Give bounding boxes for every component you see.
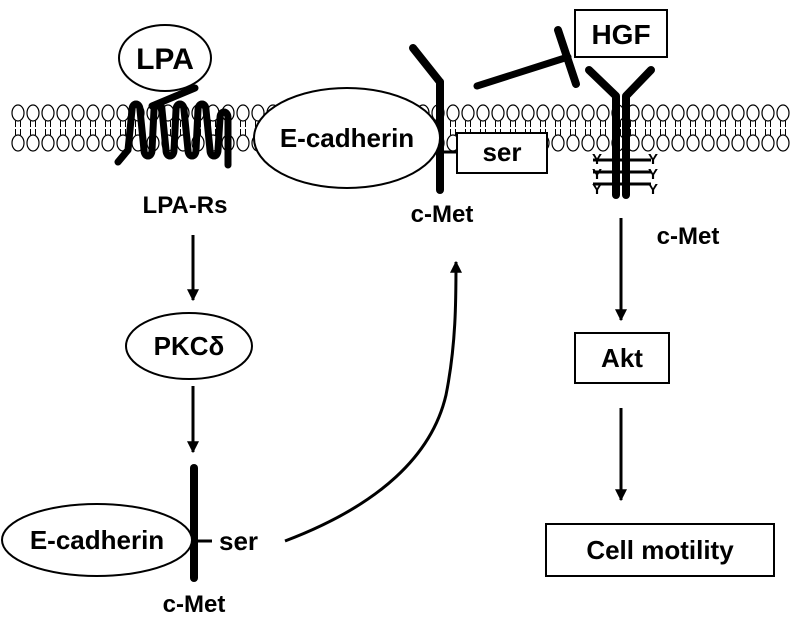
- lipid-head: [116, 104, 130, 122]
- lipid-head: [656, 134, 670, 152]
- c-met-membrane-label: c-Met: [411, 201, 474, 228]
- pkc-delta-node: [125, 312, 253, 380]
- lipid-head: [656, 104, 670, 122]
- lipid-head: [731, 104, 745, 122]
- ser-membrane-box: [456, 132, 548, 174]
- lipid-head: [476, 104, 490, 122]
- lipid-head: [746, 104, 760, 122]
- lipid-head: [41, 134, 55, 152]
- lipid-head: [551, 104, 565, 122]
- lipid-head: [686, 134, 700, 152]
- lipid-head: [536, 104, 550, 122]
- lpa-label: LPA: [136, 43, 194, 76]
- lipid-head: [56, 134, 70, 152]
- lipid-head: [236, 104, 250, 122]
- lipid-head: [71, 134, 85, 152]
- e-cadherin-membrane-label: E-cadherin: [280, 123, 414, 153]
- e-cadherin-complex-node: [1, 503, 193, 577]
- lipid-head: [596, 134, 610, 152]
- lipid-head: [86, 104, 100, 122]
- akt-label: Akt: [601, 343, 643, 373]
- cell-motility-box: [545, 523, 775, 577]
- inhibition-arrow: [473, 26, 580, 90]
- lipid-head: [641, 134, 655, 152]
- phosphotyrosine-mark: Y: [592, 181, 602, 198]
- phosphotyrosine-mark: Y: [592, 166, 602, 183]
- lpa-receptors-label: LPA-Rs: [143, 192, 228, 219]
- arrow-complex-to-c-met: [284, 260, 462, 543]
- lipid-head: [566, 134, 580, 152]
- e-cadherin-membrane-node: [253, 87, 441, 189]
- lipid-head: [566, 104, 580, 122]
- lipid-head: [641, 104, 655, 122]
- cell-motility-label: Cell motility: [586, 535, 734, 565]
- lipid-head: [26, 104, 40, 122]
- lipid-head: [701, 134, 715, 152]
- lipid-head: [56, 104, 70, 122]
- lipid-head: [581, 134, 595, 152]
- lipid-head: [551, 134, 565, 152]
- lipid-head: [236, 134, 250, 152]
- lipid-head: [446, 104, 460, 122]
- lipid-head: [671, 134, 685, 152]
- lipid-head: [716, 104, 730, 122]
- lipid-head: [521, 104, 535, 122]
- lipid-head: [11, 104, 25, 122]
- hgf-label: HGF: [591, 19, 650, 50]
- pkc-delta-label: PKCδ: [154, 331, 225, 361]
- c-met-receptor-active: [585, 66, 655, 199]
- lipid-head: [776, 104, 790, 122]
- akt-box: [574, 332, 670, 384]
- lipid-head: [671, 104, 685, 122]
- lipid-head: [776, 134, 790, 152]
- lipid-head: [26, 134, 40, 152]
- lipid-head: [731, 134, 745, 152]
- lipid-head: [746, 134, 760, 152]
- lipid-head: [11, 134, 25, 152]
- lpa-receptor: [114, 84, 232, 169]
- lipid-head: [596, 104, 610, 122]
- lipid-head: [101, 104, 115, 122]
- c-met-receptor-arm: [409, 44, 444, 86]
- lipid-head: [251, 104, 265, 122]
- lpa-ligand: LPA: [118, 24, 212, 92]
- lipid-head: [461, 104, 475, 122]
- lipid-head: [71, 104, 85, 122]
- lipid-head: [581, 104, 595, 122]
- lipid-head: [491, 104, 505, 122]
- lipid-head: [41, 104, 55, 122]
- lipid-head: [86, 134, 100, 152]
- lipid-head: [506, 104, 520, 122]
- lipid-head: [701, 104, 715, 122]
- ser-membrane-label: ser: [482, 137, 521, 167]
- hgf-box: [574, 9, 668, 58]
- lipid-head: [761, 104, 775, 122]
- c-met-complex-label: c-Met: [163, 591, 226, 618]
- ser-complex-label: ser: [219, 526, 258, 556]
- e-cadherin-complex-label: E-cadherin: [30, 525, 164, 555]
- lipid-head: [686, 104, 700, 122]
- lipid-head: [101, 134, 115, 152]
- phosphotyrosine-mark: Y: [648, 181, 658, 198]
- lipid-head: [761, 134, 775, 152]
- phosphotyrosine-mark: Y: [648, 166, 658, 183]
- phosphotyrosine-mark: Y: [592, 151, 602, 168]
- phosphotyrosine-mark: Y: [648, 151, 658, 168]
- lipid-head: [716, 134, 730, 152]
- c-met-active-label: c-Met: [657, 223, 720, 250]
